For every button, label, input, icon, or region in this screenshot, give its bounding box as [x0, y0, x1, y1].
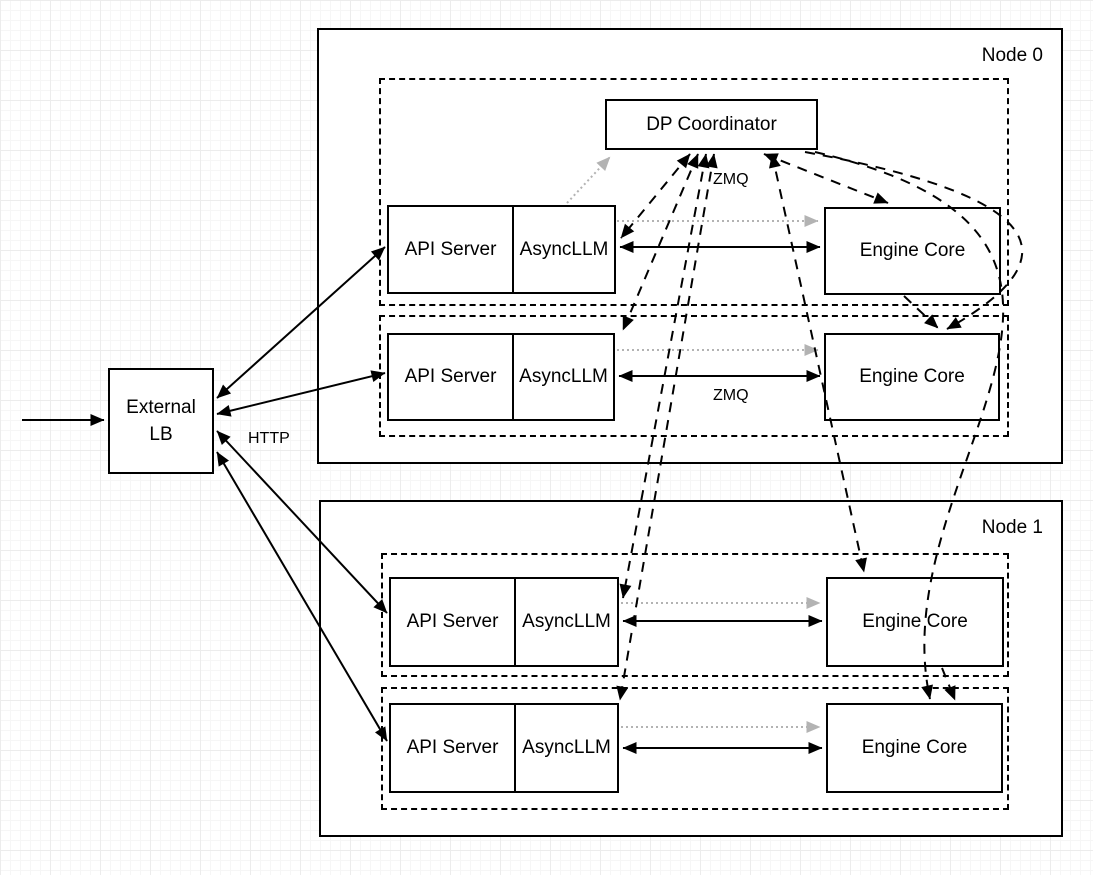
node0-row2-engine-core-box: Engine Core [824, 333, 1000, 421]
node1-row1-engine-core-box: Engine Core [826, 577, 1004, 667]
asyncllm-label: AsyncLLM [514, 579, 617, 665]
node0-row2-apiserver-asyncllm-box: API Server AsyncLLM [387, 333, 615, 421]
asyncllm-label: AsyncLLM [514, 705, 617, 791]
http-edge-label: HTTP [248, 430, 290, 447]
node1-label: Node 1 [981, 517, 1043, 538]
dp-coordinator-box: DP Coordinator [605, 99, 818, 150]
asyncllm-label: AsyncLLM [512, 207, 614, 292]
node1-row1-apiserver-asyncllm-box: API Server AsyncLLM [389, 577, 619, 667]
external-lb-label-line1: External [126, 397, 196, 418]
asyncllm-label: AsyncLLM [512, 335, 613, 419]
node0-row1-engine-core-box: Engine Core [824, 207, 1001, 295]
api-server-label: API Server [406, 611, 499, 632]
external-lb-label-line2: LB [149, 424, 173, 445]
external-lb-box: External LB [108, 368, 214, 474]
node0-label: Node 0 [981, 45, 1043, 66]
node1-row2-apiserver-asyncllm-box: API Server AsyncLLM [389, 703, 619, 793]
node0-row1-apiserver-asyncllm-box: API Server AsyncLLM [387, 205, 616, 294]
zmq-edge-label-top: ZMQ [713, 171, 749, 188]
node1-row2-engine-core-box: Engine Core [826, 703, 1003, 793]
zmq-edge-label-mid: ZMQ [713, 387, 749, 404]
api-server-label: API Server [404, 238, 497, 260]
api-server-label: API Server [406, 737, 499, 758]
api-server-label: API Server [404, 366, 497, 387]
